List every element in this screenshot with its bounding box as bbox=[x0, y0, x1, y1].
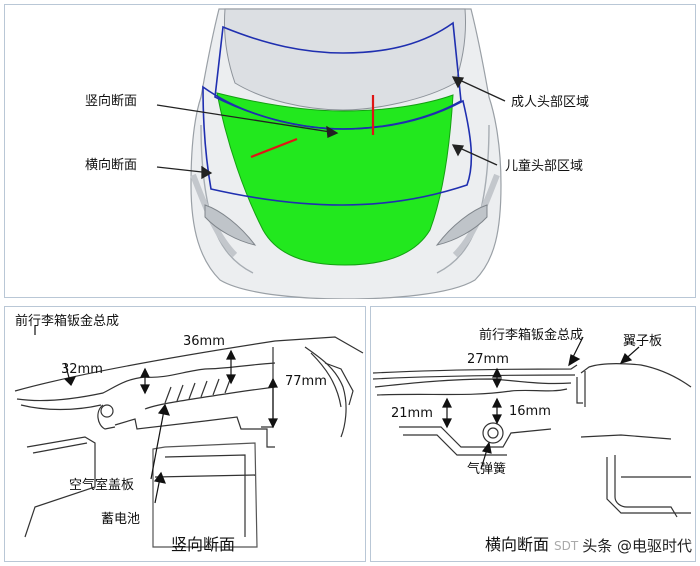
child-head-region-label: 儿童头部区域 bbox=[505, 159, 584, 174]
vertical-section-title: 竖向断面 bbox=[171, 535, 236, 554]
dim-27mm: 27mm bbox=[467, 352, 509, 367]
vertical-section-drawing bbox=[14, 325, 364, 548]
watermark-faint: SDT bbox=[554, 538, 579, 553]
top-panel: 竖向断面 横向断面 成人头部区域 儿童头部区域 bbox=[4, 4, 696, 299]
horizontal-section-panel: 前行李箱钣金总成 翼子板 27mm 21mm 16mm 气弹簧 横向断面 bbox=[370, 306, 696, 562]
vertical-section-panel: 前行李箱钣金总成 36mm 32mm 77mm 空气室盖板 蓄电池 竖向断面 bbox=[4, 306, 366, 562]
dim-16mm: 16mm bbox=[509, 404, 551, 419]
trunk-assembly-label: 前行李箱钣金总成 bbox=[15, 314, 120, 329]
child-head-region-outline bbox=[202, 85, 473, 206]
dim-36mm: 36mm bbox=[183, 334, 225, 349]
battery-label: 蓄电池 bbox=[101, 512, 141, 527]
horizontal-section-label: 横向断面 bbox=[85, 158, 138, 173]
watermark-text: 头条 @电驱时代 bbox=[582, 537, 692, 555]
vertical-section-label: 竖向断面 bbox=[85, 94, 138, 109]
car-hood-illustration bbox=[156, 8, 506, 299]
hood-green-area bbox=[216, 92, 454, 266]
fender-label: 翼子板 bbox=[623, 334, 663, 349]
horizontal-section-title: 横向断面 bbox=[485, 535, 550, 554]
watermark: SDT 头条 @电驱时代 bbox=[554, 535, 692, 556]
horizontal-cut-line bbox=[250, 137, 298, 159]
dim-77mm: 77mm bbox=[285, 374, 327, 389]
headlight-left bbox=[204, 204, 257, 246]
headlight-right bbox=[435, 204, 488, 246]
horizontal-section-drawing bbox=[372, 336, 692, 518]
adult-head-region-label: 成人头部区域 bbox=[511, 95, 590, 110]
trunk-assembly-label-right: 前行李箱钣金总成 bbox=[479, 328, 584, 343]
dim-32mm: 32mm bbox=[61, 362, 103, 377]
windshield bbox=[224, 8, 466, 111]
gas-spring-label: 气弹簧 bbox=[467, 462, 507, 477]
cowl-panel-label: 空气室盖板 bbox=[69, 478, 135, 493]
dim-21mm: 21mm bbox=[391, 406, 433, 421]
